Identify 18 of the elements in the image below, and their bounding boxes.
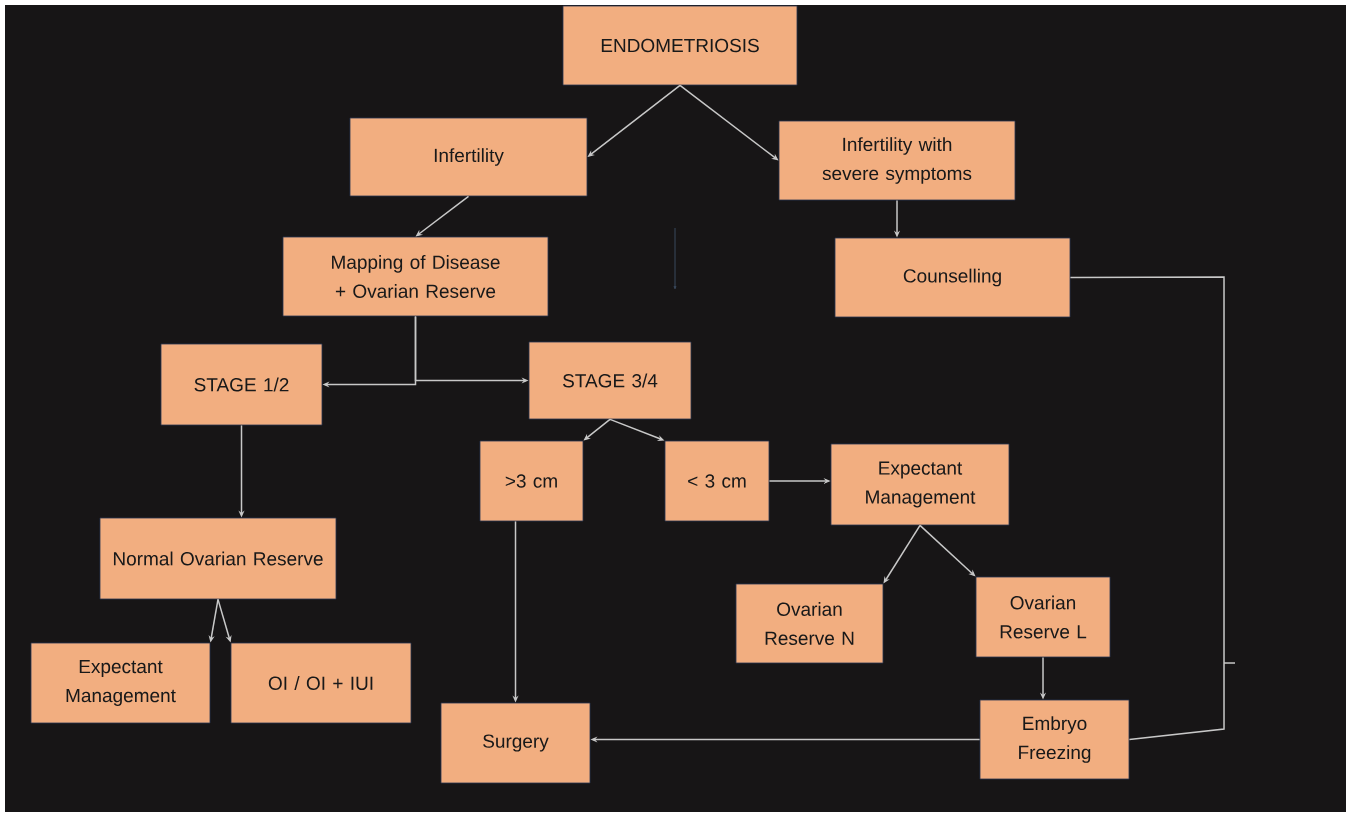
process-box: Infertility with severe symptoms — [778, 120, 1016, 201]
process-box: >3 cm — [479, 440, 584, 522]
process-box: STAGE 1/2 — [160, 343, 323, 426]
process-box: ENDOMETRIOSIS — [562, 5, 798, 86]
process-box: STAGE 3/4 — [528, 341, 692, 420]
process-box: Expectant Management — [830, 443, 1010, 526]
process-box: Embryo Freezing — [979, 699, 1130, 780]
process-box: < 3 cm — [664, 440, 770, 522]
process-box: OI / OI + IUI — [230, 642, 412, 724]
process-box: Surgery — [440, 702, 591, 784]
process-box: Mapping of Disease + Ovarian Reserve — [282, 236, 549, 317]
process-box: Counselling — [834, 237, 1071, 318]
arrow — [919, 524, 976, 577]
process-box: Expectant Management — [30, 642, 211, 724]
process-box: Ovarian Reserve L — [975, 576, 1111, 658]
process-box: Normal Ovarian Reserve — [99, 517, 337, 600]
process-box: Ovarian Reserve N — [735, 583, 884, 664]
process-box: Infertility — [349, 117, 588, 197]
